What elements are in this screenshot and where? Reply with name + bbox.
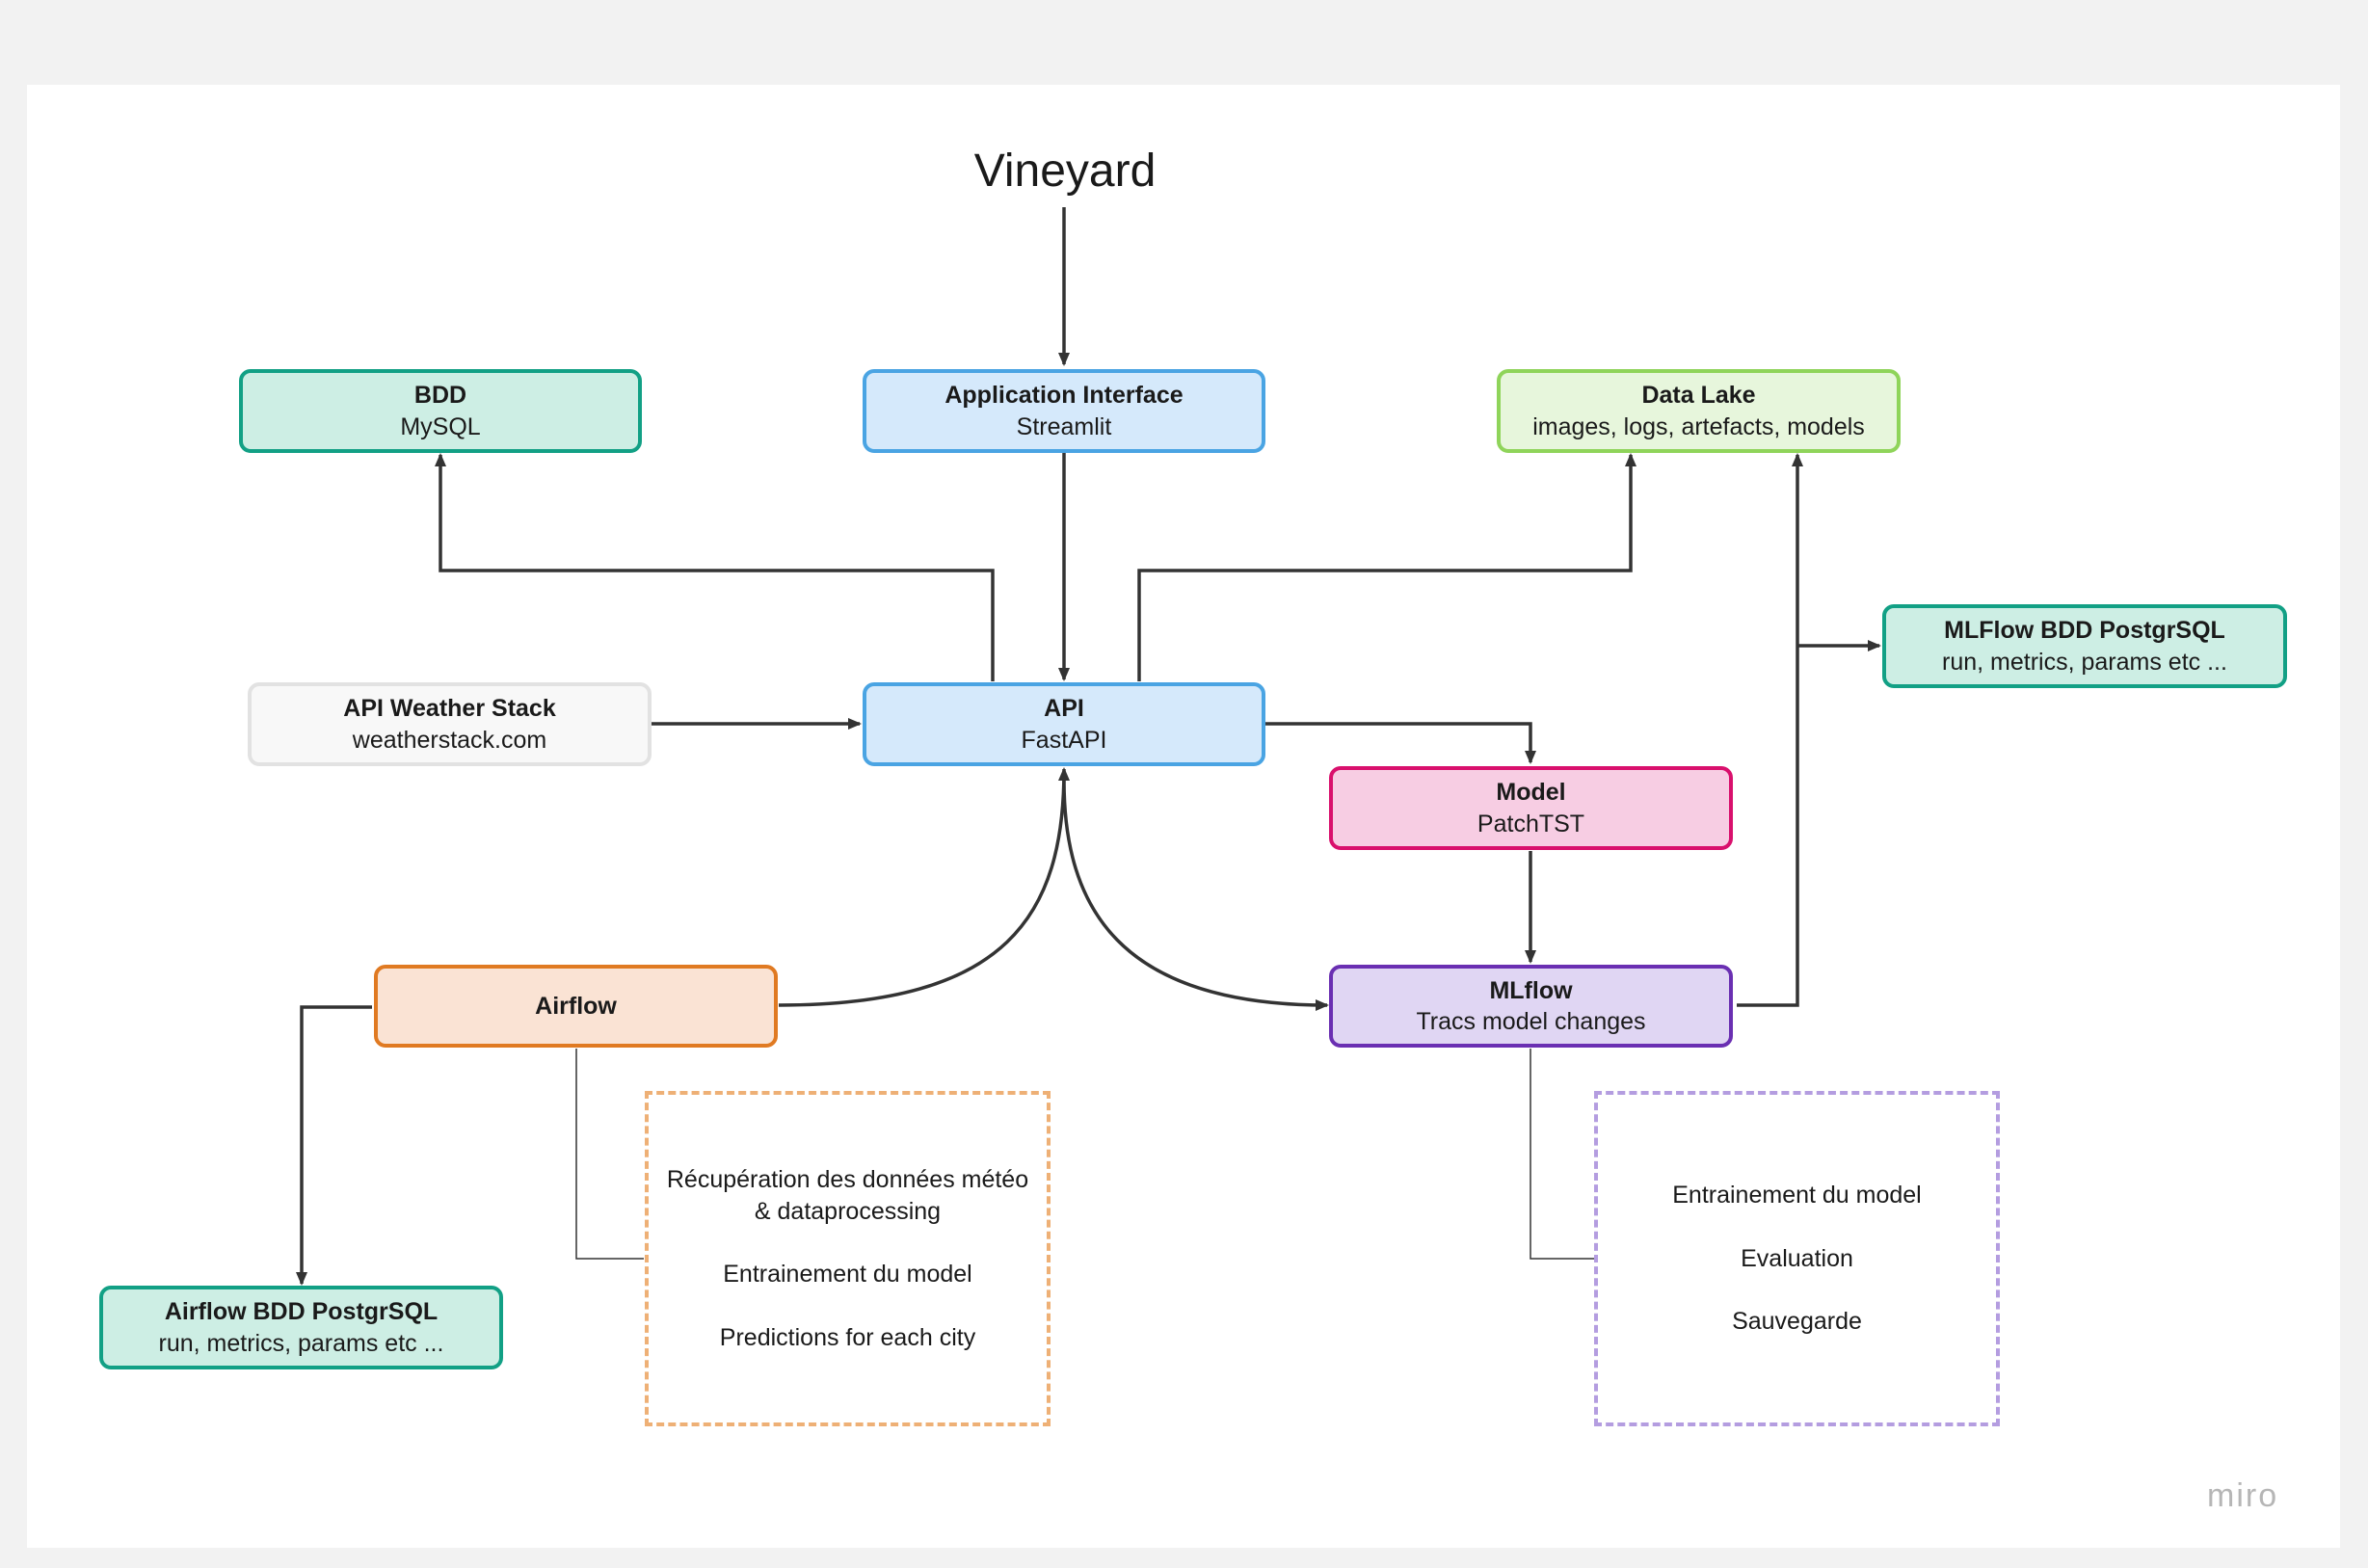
airflow-task-training: Entrainement du model (723, 1261, 972, 1288)
link-mlflow-to-tasks (1530, 1049, 1595, 1260)
mlflow-tasks-box: Entrainement du model Evaluation Sauvega… (1594, 1091, 2000, 1426)
api-subtitle: FastAPI (1021, 726, 1107, 754)
data-lake-subtitle: images, logs, artefacts, models (1532, 412, 1865, 440)
bdd-title: BDD (413, 382, 467, 409)
airflow-title: Airflow (535, 992, 617, 1020)
arrow-airflow-to-airflow-bdd (296, 1005, 372, 1286)
mlflow-task-evaluation: Evaluation (1741, 1244, 1853, 1272)
arrow-mlflow-to-datalake (1737, 453, 1803, 1007)
airflow-bdd-title: Airflow BDD PostgrSQL (164, 1298, 439, 1325)
bdd-subtitle: MySQL (400, 412, 481, 440)
model-title: Model (1496, 779, 1566, 806)
arrow-airflow-to-api (778, 767, 1070, 1007)
link-airflow-to-tasks (575, 1049, 644, 1260)
mlflow-subtitle: Tracs model changes (1416, 1008, 1646, 1035)
airflow-task-dataprocessing: & dataprocessing (754, 1197, 942, 1225)
weather-api-title: API Weather Stack (343, 695, 556, 722)
airflow-node[interactable]: Airflow (374, 965, 778, 1048)
diagram-title: Vineyard (973, 146, 1157, 197)
airflow-bdd-node[interactable]: Airflow BDD PostgrSQL run, metrics, para… (99, 1286, 503, 1369)
mlflow-node[interactable]: MLflow Tracs model changes (1329, 965, 1733, 1048)
arrow-api-to-bdd (435, 453, 995, 681)
weather-api-subtitle: weatherstack.com (352, 726, 547, 754)
app-interface-subtitle: Streamlit (1016, 412, 1112, 440)
airflow-task-fetch-weather: Récupération des données météo (666, 1166, 1029, 1193)
arrow-api-to-datalake (1137, 453, 1636, 681)
airflow-bdd-subtitle: run, metrics, params etc ... (158, 1329, 444, 1357)
mlflow-task-save: Sauvegarde (1732, 1308, 1862, 1336)
arrow-api-to-mlflow (1062, 780, 1329, 1011)
weather-api-node[interactable]: API Weather Stack weatherstack.com (248, 682, 652, 766)
airflow-task-predictions: Predictions for each city (719, 1323, 976, 1351)
api-title: API (1044, 695, 1084, 722)
mlflow-title: MLflow (1489, 976, 1573, 1004)
app-interface-title: Application Interface (945, 382, 1184, 409)
model-subtitle: PatchTST (1477, 810, 1585, 837)
miro-watermark: miro (2207, 1477, 2279, 1514)
bdd-node[interactable]: BDD MySQL (239, 369, 642, 453)
data-lake-node[interactable]: Data Lake images, logs, artefacts, model… (1497, 369, 1901, 453)
data-lake-title: Data Lake (1641, 382, 1756, 409)
airflow-tasks-box: Récupération des données météo & datapro… (645, 1091, 1051, 1426)
api-node[interactable]: API FastAPI (863, 682, 1265, 766)
model-node[interactable]: Model PatchTST (1329, 766, 1733, 850)
mlflow-bdd-node[interactable]: MLFlow BDD PostgrSQL run, metrics, param… (1882, 604, 2287, 688)
mlflow-bdd-title: MLFlow BDD PostgrSQL (1944, 617, 2225, 644)
arrow-api-to-model (1265, 722, 1536, 764)
app-interface-node[interactable]: Application Interface Streamlit (863, 369, 1265, 453)
mlflow-bdd-subtitle: run, metrics, params etc ... (1942, 648, 2227, 676)
mlflow-task-training: Entrainement du model (1672, 1182, 1922, 1209)
